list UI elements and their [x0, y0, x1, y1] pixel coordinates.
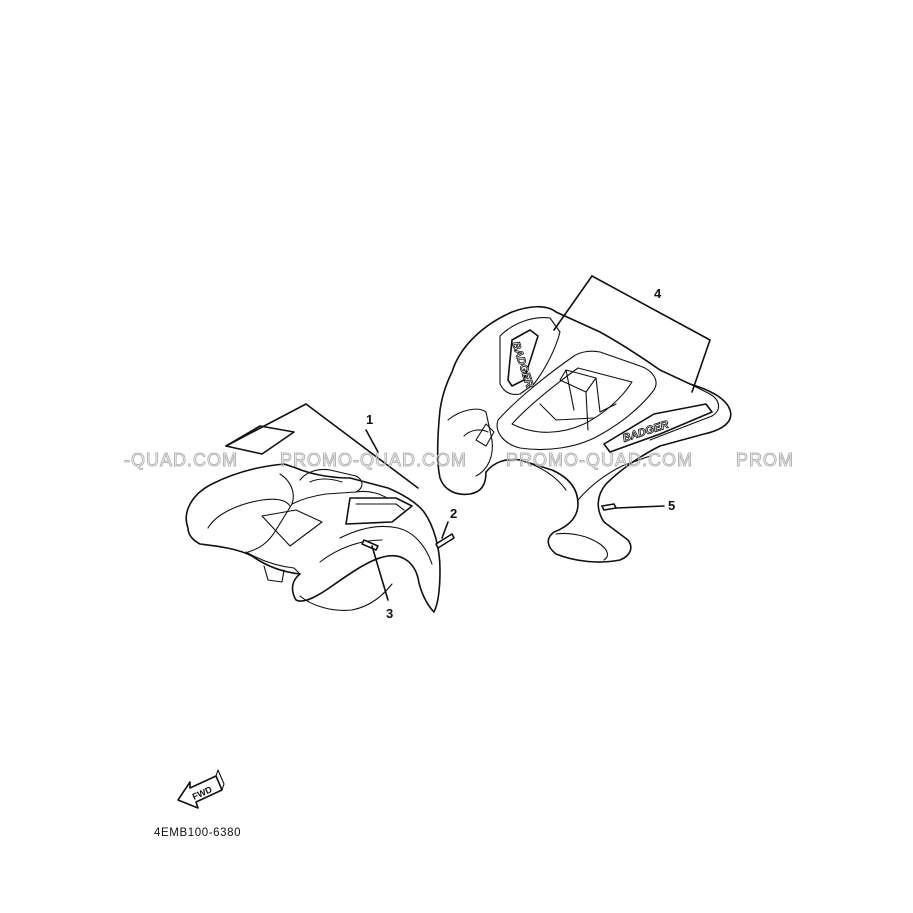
- callout-3: 3: [386, 606, 393, 621]
- callout-5: 5: [668, 498, 675, 513]
- decal-2: [435, 533, 455, 549]
- watermark: -QUAD.COM PROMO-QUAD.COM PROMO-QUAD.COM …: [124, 450, 794, 471]
- decal-4-left: [507, 329, 539, 387]
- callout-1: 1: [366, 412, 373, 427]
- watermark-segment: -QUAD.COM: [124, 450, 238, 470]
- watermark-segment: PROM: [736, 450, 794, 470]
- leaders-rear: [553, 275, 711, 509]
- front-fender: [185, 463, 441, 613]
- leaders-front: [225, 403, 449, 601]
- decal-left-panel: [225, 425, 295, 455]
- decal-5: [601, 503, 617, 511]
- decal-4-right: [603, 403, 713, 453]
- fwd-arrow-icon: FWD: [177, 769, 225, 809]
- watermark-segment: PROMO-QUAD.COM: [506, 450, 693, 470]
- callout-2: 2: [450, 506, 457, 521]
- front-fender-decals: [225, 425, 455, 551]
- callout-labels: 1 2 3 4 5: [366, 286, 675, 621]
- decal-3: [361, 539, 379, 551]
- callout-4: 4: [654, 286, 662, 301]
- rear-fender: BADGER BADGER: [436, 305, 732, 563]
- watermark-segment: PROMO-QUAD.COM: [280, 450, 467, 470]
- part-code: 4EMB100-6380: [154, 827, 241, 839]
